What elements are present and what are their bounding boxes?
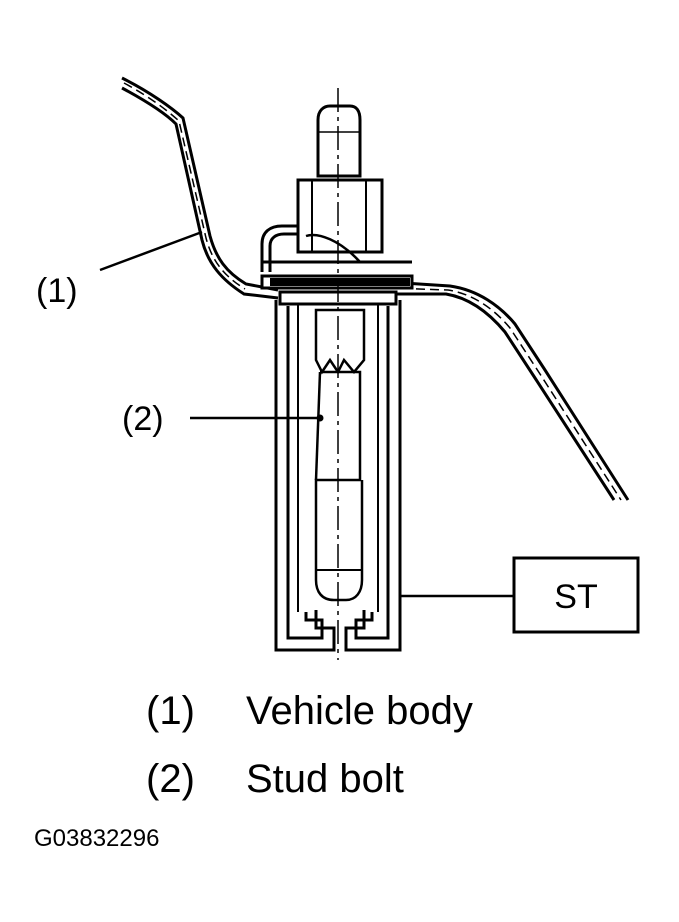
legend-text-2: Stud bolt bbox=[246, 757, 404, 801]
stud-bolt-top bbox=[316, 104, 362, 178]
special-tool-label: ST bbox=[554, 578, 597, 616]
legend: (1) Vehicle body (2) Stud bolt bbox=[146, 689, 473, 801]
vehicle-body-panel-left bbox=[121, 76, 279, 300]
special-tool-sleeve bbox=[274, 290, 402, 652]
callout-stud-bolt: (2) bbox=[122, 400, 164, 438]
stud-bolt-body bbox=[314, 308, 366, 602]
leader-dot-stud-bolt bbox=[316, 414, 324, 422]
callout-vehicle-body: (1) bbox=[36, 272, 78, 310]
weld-bracket bbox=[260, 224, 306, 272]
legend-number-2: (2) bbox=[146, 757, 195, 801]
legend-number-1: (1) bbox=[146, 689, 195, 733]
special-tool-label-box bbox=[512, 556, 640, 634]
figure-id: G03832296 bbox=[34, 825, 159, 852]
vehicle-body-panel-right bbox=[387, 280, 630, 501]
legend-text-1: Vehicle body bbox=[246, 689, 473, 733]
weld-nut bbox=[260, 178, 414, 290]
leader-line-vehicle-body bbox=[99, 230, 203, 272]
